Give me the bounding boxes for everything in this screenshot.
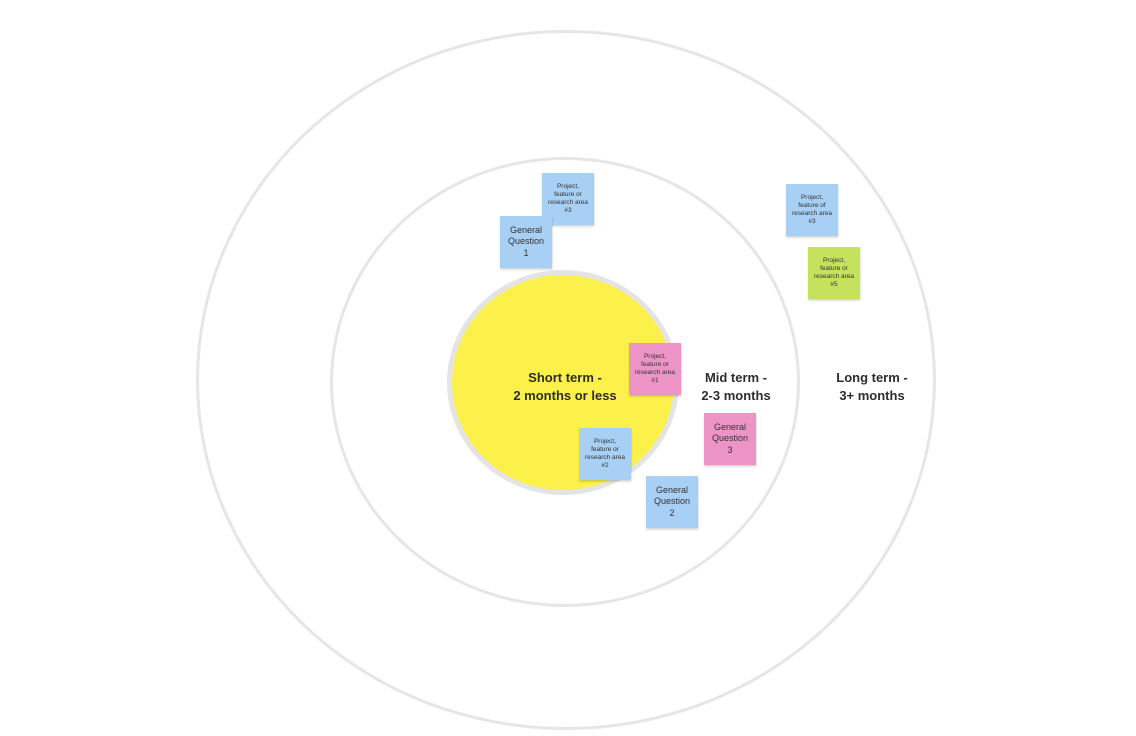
- sticky-note-project-5[interactable]: Project, feature or research area #5: [808, 247, 860, 299]
- sticky-note-text: #5: [830, 281, 838, 288]
- sticky-note-text: General: [655, 484, 689, 495]
- sticky-note-text: Project,: [822, 257, 846, 264]
- sticky-note-general-question-3[interactable]: General Question 3: [704, 413, 756, 465]
- short-term-label-line1: Short term -: [528, 370, 602, 385]
- mid-term-label-line2: 2-3 months: [701, 388, 771, 403]
- sticky-note-text: Project,: [593, 438, 617, 445]
- sticky-note-text: Project,: [643, 353, 667, 360]
- sticky-note-text: feature or: [641, 361, 669, 368]
- sticky-note-text: General: [713, 421, 747, 432]
- sticky-note-project-2[interactable]: Project, feature or research area #2: [579, 428, 631, 480]
- sticky-note-text: feature or: [554, 191, 582, 198]
- sticky-note-project-1[interactable]: Project, feature or research area #1: [629, 343, 681, 395]
- long-term-label-line1: Long term -: [836, 370, 908, 385]
- sticky-note-text: research area: [791, 210, 833, 217]
- sticky-note-text: feature of: [798, 202, 826, 209]
- sticky-note-text: 3: [727, 444, 733, 455]
- sticky-note-text: 1: [523, 247, 529, 258]
- long-term-label-line2: 3+ months: [839, 388, 905, 403]
- sticky-note-text: #2: [601, 462, 609, 469]
- sticky-note-text: feature or: [820, 265, 848, 272]
- sticky-note-text: #3: [564, 207, 572, 214]
- mid-term-label-line1: Mid term -: [704, 370, 768, 385]
- sticky-note-text: research area: [547, 199, 589, 206]
- sticky-note-text: research area: [584, 454, 626, 461]
- sticky-note-text: feature or: [591, 446, 619, 453]
- sticky-note-text: Question: [507, 236, 545, 247]
- sticky-note-text: #3: [808, 218, 816, 225]
- sticky-note-text: Project,: [800, 194, 824, 201]
- short-term-label-line2: 2 months or less: [513, 388, 617, 403]
- sticky-note-general-question-2[interactable]: General Question 2: [646, 476, 698, 528]
- mid-term-ring: [330, 157, 800, 607]
- sticky-note-text: research area: [813, 273, 855, 280]
- sticky-note-text: #1: [651, 377, 659, 384]
- sticky-note-text: research area: [634, 369, 676, 376]
- mid-term-label: Mid term - 2-3 months: [690, 369, 782, 405]
- sticky-note-text: 2: [669, 507, 675, 518]
- sticky-note-text: Question: [653, 496, 691, 507]
- sticky-note-text: General: [509, 224, 543, 235]
- sticky-note-project-3-long-term[interactable]: Project, feature of research area #3: [786, 184, 838, 236]
- long-term-ring: [196, 30, 936, 730]
- long-term-label: Long term - 3+ months: [822, 369, 922, 405]
- sticky-note-text: Project,: [556, 183, 580, 190]
- short-term-label: Short term - 2 months or less: [505, 369, 625, 405]
- sticky-note-general-question-1[interactable]: General Question 1: [500, 216, 552, 268]
- sticky-note-text: Question: [711, 433, 749, 444]
